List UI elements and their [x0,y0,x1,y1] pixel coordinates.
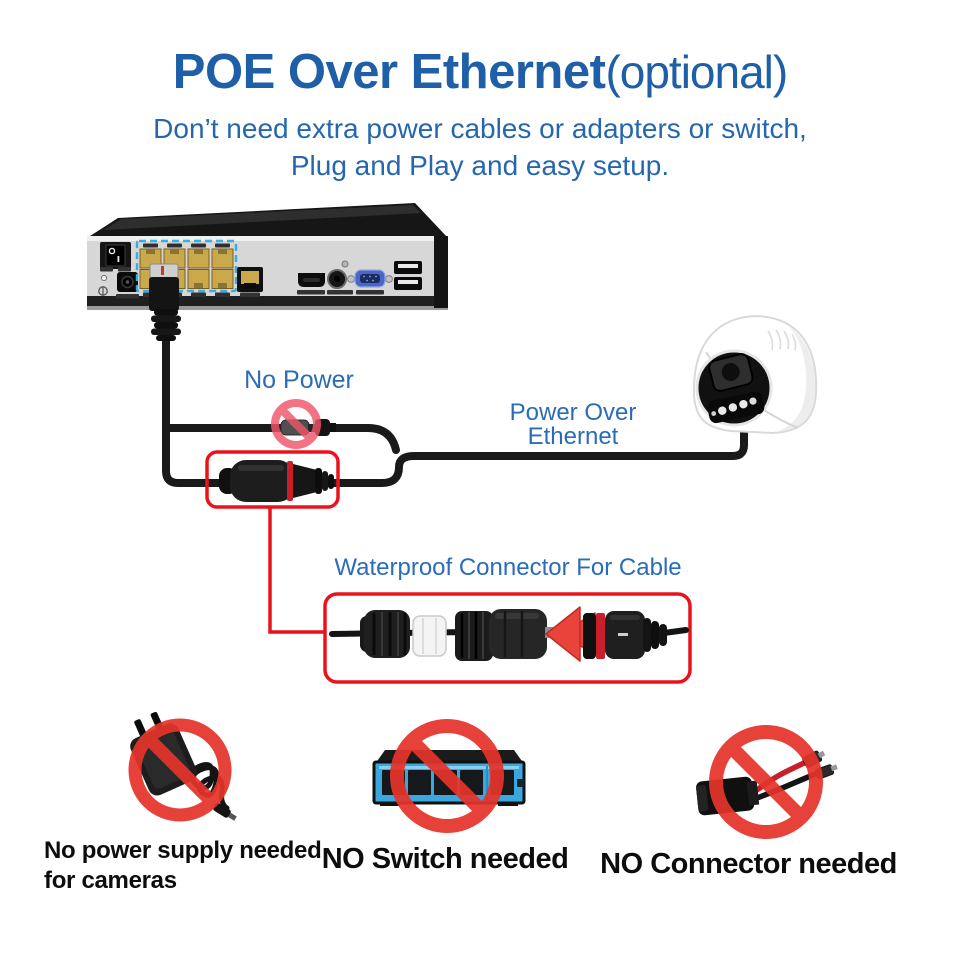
power-switch-icon [100,242,131,272]
no-connector-label: NO Connector needed [600,848,897,880]
connector-prohibited-icon [696,725,838,839]
subtitle-line1: Don’t need extra power cables or adapter… [153,113,807,144]
page-title: POE Over Ethernet(optional) [0,44,960,100]
poe-label-line1: Power Over [509,399,637,426]
switch-prohibited-icon [372,719,526,833]
nvr-illustration [87,203,448,310]
lan-port-icon [237,267,263,297]
ethernet-cable [162,332,748,487]
exploded-waterproof-connector [329,606,689,662]
rj45-plug [149,263,181,341]
no-switch-label: NO Switch needed [321,843,569,875]
power-over-ethernet-label: Power Over Ethernet [483,401,663,449]
usb-ports-icon [394,261,422,290]
subtitle-line2: Plug and Play and easy setup. [290,150,670,181]
camera-led-array [707,391,765,424]
camera-lens [708,353,754,392]
audio-jack-icon [327,260,353,295]
waterproof-connector-label: Waterproof Connector For Cable [334,554,682,581]
no-power-supply-label: No power supply needed for cameras [44,836,324,896]
ground-symbol [98,286,108,296]
callout-rect-small [205,450,340,509]
dc-jack-icon [116,272,139,299]
poe-label-line2: Ethernet [527,423,619,450]
no-power-label: No Power [244,366,354,394]
title-suffix: (optional) [605,46,788,98]
callout-rect-large [323,592,692,684]
callout-connector-line [268,507,325,634]
hdmi-port-icon [297,273,325,295]
no-power-supply-label-line2: for cameras [44,867,177,894]
waterproof-inline-connector [219,460,334,502]
camera-grill [767,329,797,351]
camera-illustration [692,314,818,435]
page-subtitle: Don’t need extra power cables or adapter… [0,110,960,184]
led-hole [100,274,108,282]
poe-ports-highlight [135,239,238,297]
vga-port-icon [347,269,393,295]
title-main: POE Over Ethernet [172,45,606,99]
power-adapter-prohibited-icon [128,711,237,822]
no-power-supply-label-line1: No power supply needed [44,837,322,864]
no-power-prohibition-icon [271,399,321,449]
